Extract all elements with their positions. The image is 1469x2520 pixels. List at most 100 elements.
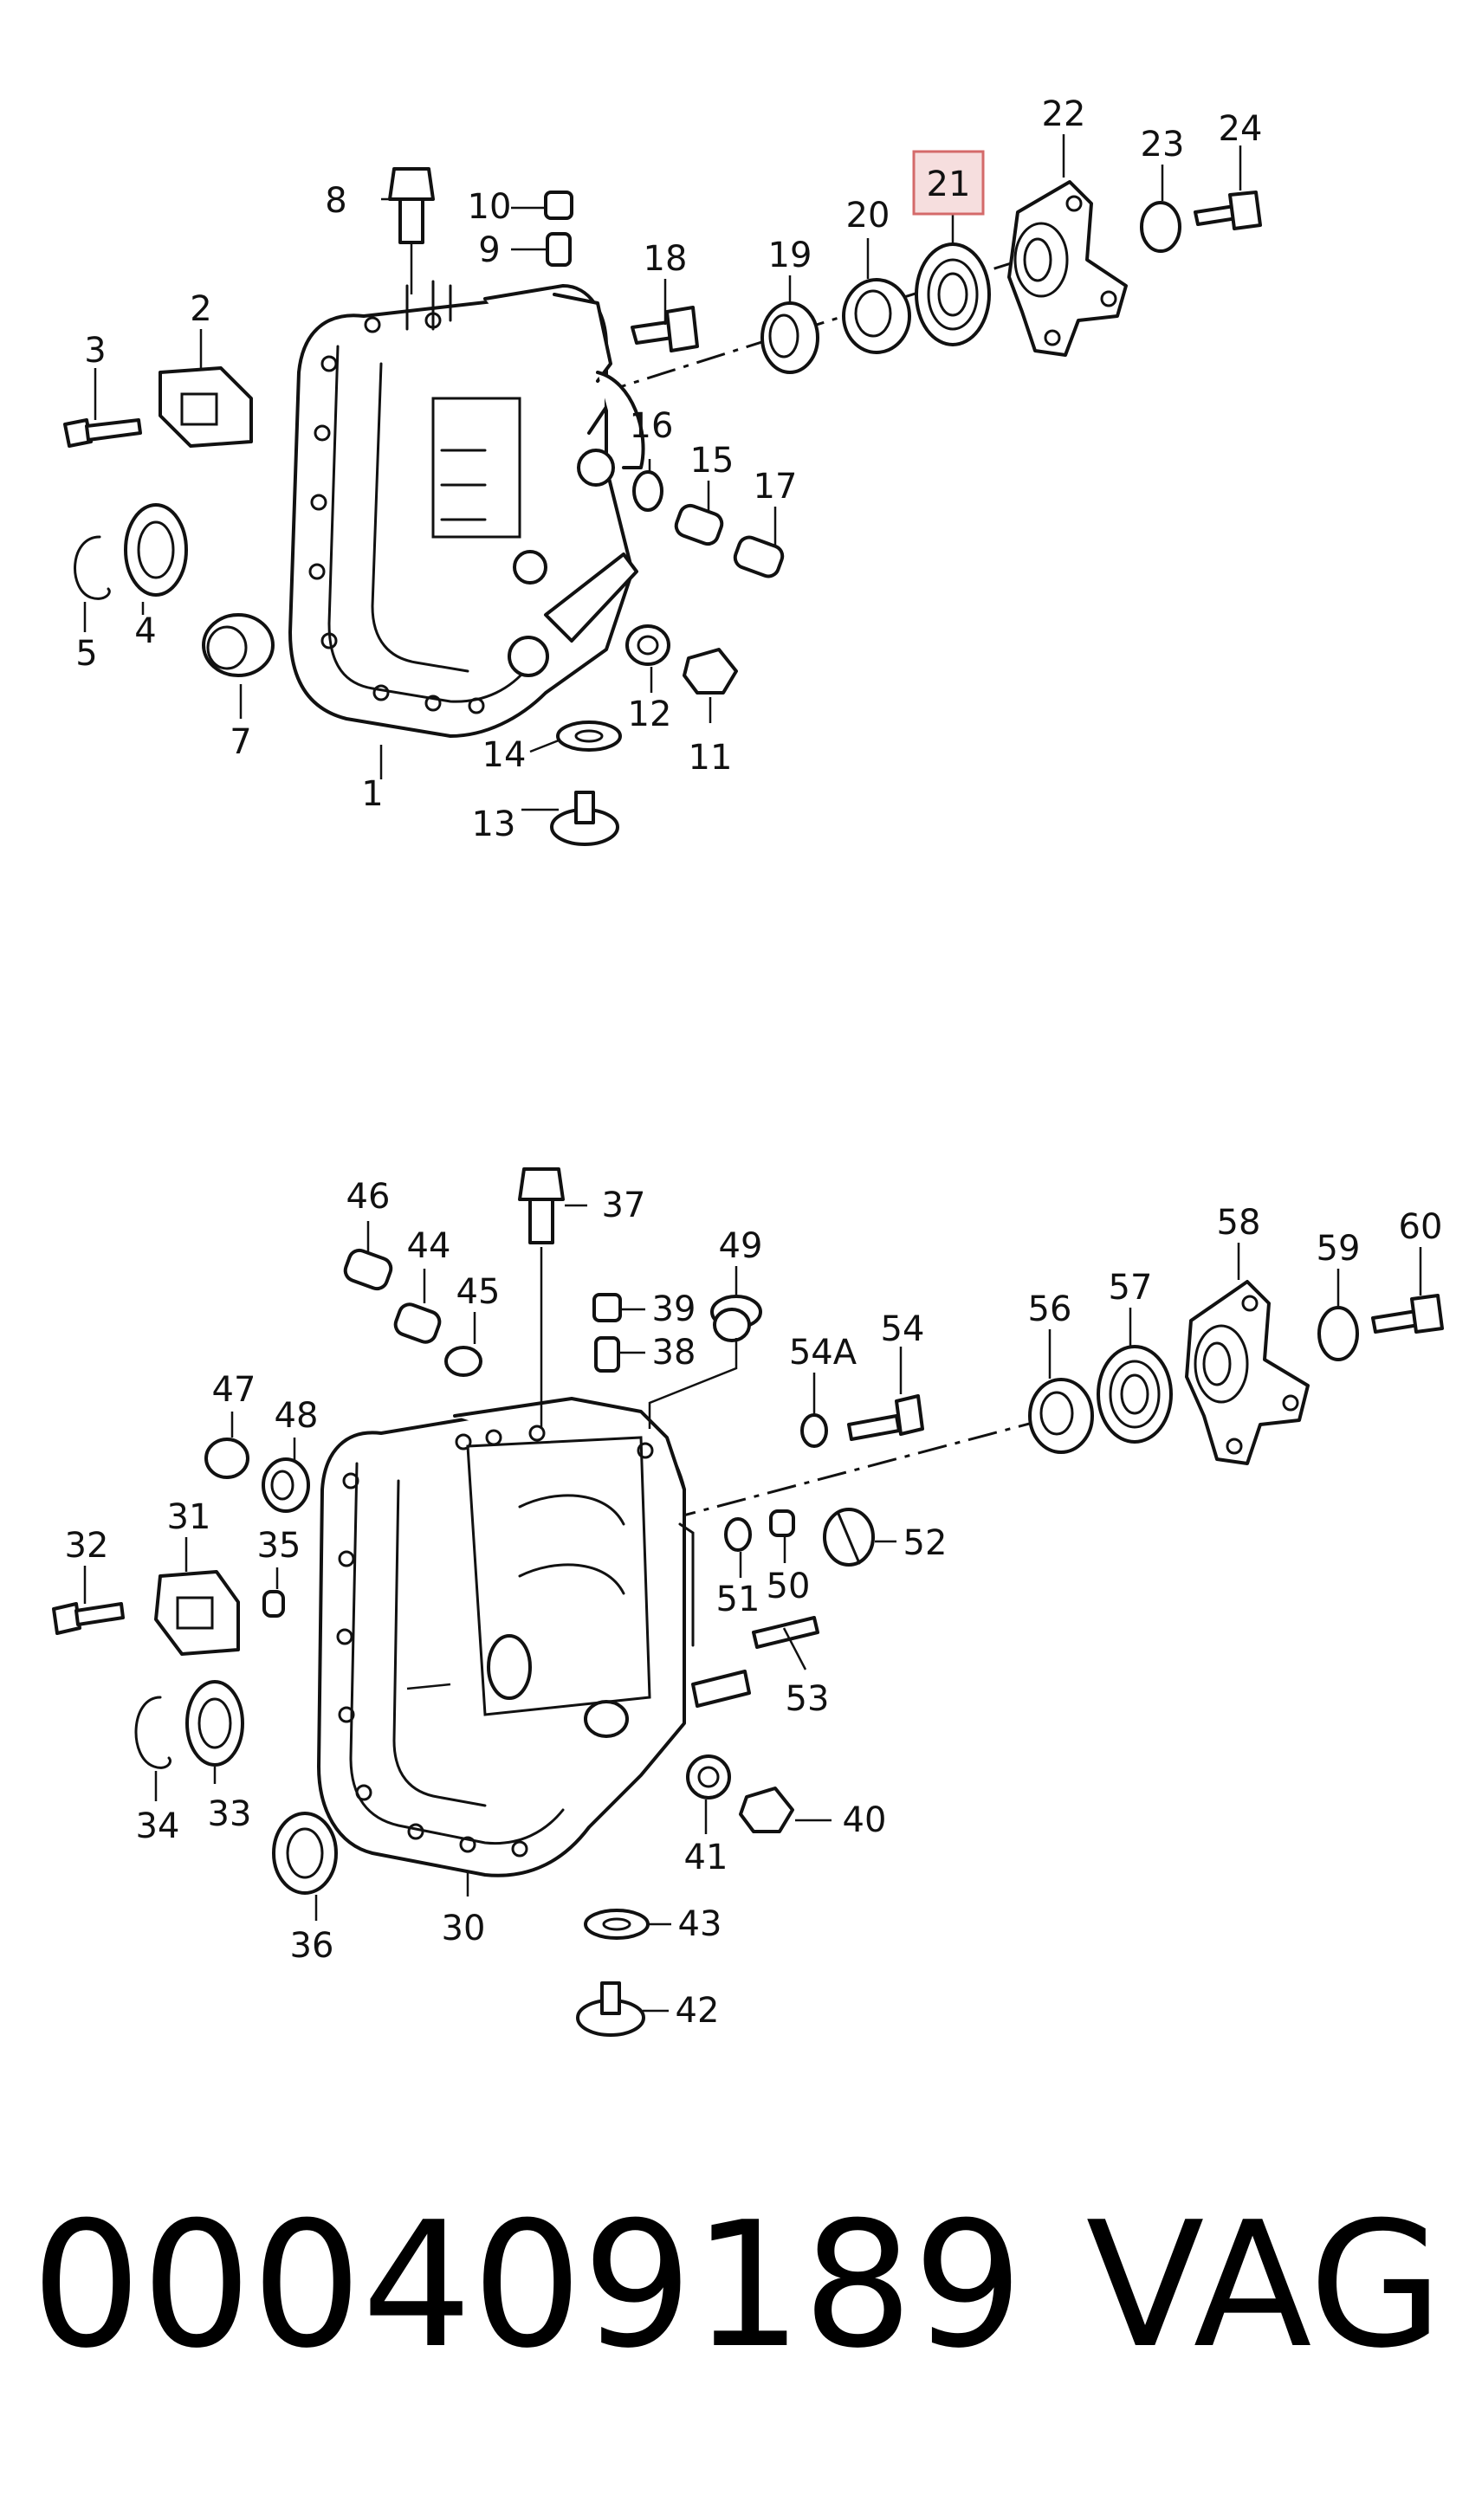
callout-21: 21: [927, 165, 971, 204]
part-21-shape: [915, 242, 991, 346]
bottom-assembly: [52, 1167, 1444, 2037]
callout-1: 1: [361, 774, 383, 814]
part-50-shape: [769, 1509, 795, 1537]
part-3-shape: [63, 418, 142, 448]
callout-4: 4: [134, 611, 156, 651]
part-37-shape: [518, 1167, 565, 1429]
part-33-shape: [185, 1680, 244, 1767]
callout-60: 60: [1399, 1207, 1443, 1247]
gearbox-housing-top: [288, 280, 645, 738]
part-4-shape: [124, 503, 188, 597]
callout-19: 19: [768, 236, 812, 275]
callout-17: 17: [754, 467, 798, 507]
part-46-shape: [343, 1248, 393, 1291]
footer: 000409189 VAG: [31, 2187, 1443, 2386]
callout-44: 44: [407, 1226, 451, 1266]
part-42-shape: [576, 1981, 645, 2037]
callout-40: 40: [843, 1800, 887, 1840]
callout-46: 46: [346, 1177, 391, 1217]
callout-22: 22: [1042, 94, 1086, 134]
callout-54A: 54A: [789, 1333, 857, 1373]
part-11-shape: [683, 648, 738, 695]
part-39-shape: [592, 1293, 622, 1322]
part-17-shape: [733, 535, 785, 578]
part-23-shape: [1140, 201, 1181, 253]
part-19-shape: [760, 301, 819, 374]
callout-52: 52: [903, 1523, 948, 1563]
callout-32: 32: [65, 1526, 109, 1566]
callout-49: 49: [719, 1226, 763, 1266]
part-22-shape: [1007, 180, 1128, 357]
part-51-shape: [724, 1517, 752, 1552]
part-9-shape: [546, 232, 572, 267]
part-59-shape: [1317, 1306, 1359, 1361]
part-12-shape: [625, 624, 670, 666]
part-20-shape: [842, 278, 911, 354]
part-40-shape: [739, 1787, 794, 1833]
callout-54: 54: [881, 1309, 925, 1349]
callout-39: 39: [652, 1289, 696, 1329]
part-15-shape: [674, 503, 724, 546]
callout-58: 58: [1217, 1203, 1261, 1243]
callout-50: 50: [767, 1567, 811, 1606]
part-41-shape: [686, 1754, 731, 1800]
callout-15: 15: [690, 441, 734, 481]
part-44-shape: [393, 1302, 442, 1344]
callout-57: 57: [1109, 1268, 1153, 1308]
callout-20: 20: [846, 196, 890, 236]
part-49-shape: [710, 1295, 762, 1342]
brand-name: VAG: [1085, 2185, 1443, 2387]
callout-9: 9: [478, 230, 500, 270]
callout-7: 7: [230, 722, 251, 762]
part-number: 000409189: [31, 2185, 1024, 2387]
callout-23: 23: [1141, 125, 1185, 165]
part-45-shape: [444, 1346, 482, 1377]
callout-31: 31: [167, 1497, 211, 1537]
part-34-shape: [134, 1696, 171, 1769]
callout-41: 41: [684, 1838, 728, 1877]
callout-34: 34: [136, 1806, 180, 1846]
part-32-shape: [52, 1602, 125, 1635]
part-54A-shape: [800, 1413, 828, 1448]
part-8-shape: [388, 167, 435, 294]
part-47-shape: [204, 1438, 249, 1479]
callout-43: 43: [678, 1904, 722, 1944]
part-60-shape: [1371, 1294, 1444, 1334]
callout-2: 2: [190, 289, 211, 329]
part-58-shape: [1185, 1280, 1310, 1465]
callouts: 1 2 3 4 5 7 8 9 10 11 12 13 14 15 16 17 …: [65, 94, 1443, 2031]
callout-48: 48: [275, 1396, 319, 1436]
part-35-shape: [262, 1590, 285, 1618]
part-57-shape: [1097, 1345, 1173, 1444]
callout-53: 53: [786, 1679, 830, 1719]
callout-38: 38: [652, 1333, 696, 1373]
callout-11: 11: [689, 738, 733, 778]
callout-37: 37: [602, 1186, 646, 1225]
gearbox-housing-bottom: [317, 1397, 751, 1877]
part-2-shape: [159, 366, 253, 448]
callout-24: 24: [1219, 109, 1263, 149]
part-14-shape: [556, 720, 622, 752]
callout-35: 35: [257, 1526, 301, 1566]
callout-59: 59: [1317, 1229, 1361, 1269]
callout-3: 3: [84, 331, 106, 371]
callout-51: 51: [716, 1580, 760, 1619]
part-48-shape: [262, 1457, 310, 1513]
callout-5: 5: [75, 634, 97, 674]
part-43-shape: [584, 1909, 650, 1940]
top-assembly: [63, 134, 1262, 846]
part-18-shape: [631, 306, 699, 352]
callout-14: 14: [482, 735, 527, 775]
callout-30: 30: [442, 1909, 486, 1948]
callout-18: 18: [644, 239, 688, 279]
callout-47: 47: [212, 1370, 256, 1410]
callout-13: 13: [472, 804, 516, 844]
leader-lines-bottom: [83, 1204, 1422, 2013]
leader-lines-top: [83, 134, 1242, 811]
callout-16: 16: [630, 406, 674, 446]
part-5-shape: [74, 535, 111, 600]
callout-56: 56: [1028, 1289, 1072, 1329]
part-16-shape: [632, 470, 663, 512]
part-54-shape: [847, 1394, 924, 1441]
